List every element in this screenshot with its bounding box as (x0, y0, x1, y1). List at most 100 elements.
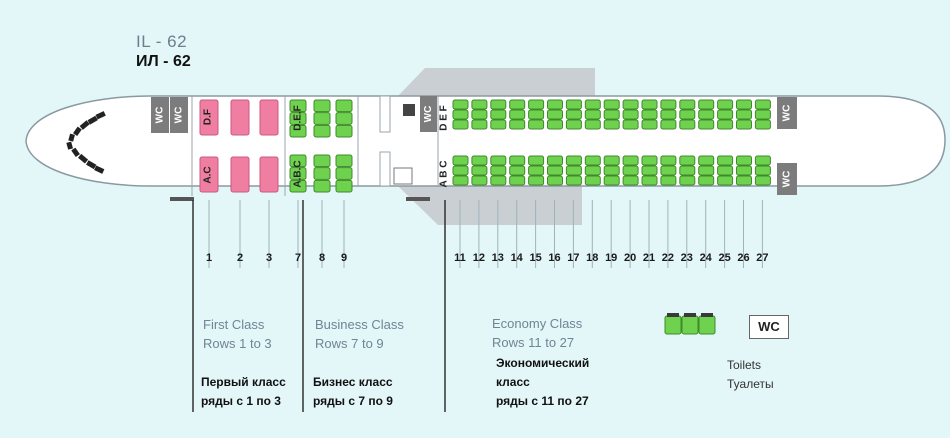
svg-text:WC: WC (174, 107, 185, 124)
wc-legend-icon: WC (749, 315, 789, 339)
first-class-rows-ru: ряды с 1 по 3 (201, 394, 281, 408)
row-number-27: 27 (756, 252, 769, 264)
seat-row-2-DF[interactable] (230, 99, 250, 136)
row-number-8: 8 (318, 252, 326, 264)
row-number-7: 7 (294, 252, 302, 264)
seat-row-11-ABC[interactable] (452, 155, 469, 186)
cockpit-windows (66, 111, 106, 174)
row-number-9: 9 (340, 252, 348, 264)
seat-row-19-ABC[interactable] (603, 155, 620, 186)
first-class-label-ru: Первый класс ряды с 1 по 3 (201, 373, 286, 411)
seat-row-25-DEF[interactable] (717, 99, 734, 130)
upper-wing (398, 68, 595, 96)
row-number-19: 19 (605, 252, 618, 264)
row-number-14: 14 (510, 252, 523, 264)
seat-row-11-DEF[interactable] (452, 99, 469, 130)
seat-row-27-ABC[interactable] (754, 155, 771, 186)
seat-row-2-AC[interactable] (230, 156, 250, 193)
svg-text:WC: WC (155, 107, 166, 124)
seat-row-24-ABC[interactable] (698, 155, 715, 186)
row-number-3: 3 (265, 252, 273, 264)
seat-row-14-DEF[interactable] (509, 99, 526, 130)
seat-row-26-DEF[interactable] (736, 99, 752, 130)
seat-row-23-ABC[interactable] (679, 155, 696, 186)
seat-row-3-AC[interactable] (259, 156, 279, 193)
legend-toilets-ru: Туалеты (727, 377, 774, 391)
business-class-label: Business Class Rows 7 to 9 (315, 315, 404, 353)
first-class-name-ru: Первый класс (201, 375, 286, 389)
business-class-name: Business Class (315, 317, 404, 332)
row-number-20: 20 (623, 252, 637, 264)
row-number-15: 15 (529, 252, 542, 264)
seat-row-9-ABC[interactable] (335, 154, 353, 193)
seat-row-25-ABC[interactable] (717, 155, 734, 186)
seat-row-18-ABC[interactable] (584, 155, 601, 186)
aircraft-title-en: IL - 62 (136, 32, 188, 51)
seat-row-20-DEF[interactable] (622, 99, 639, 130)
wc-rear-top: WC (777, 97, 797, 129)
seat-row-17-ABC[interactable] (565, 155, 582, 186)
business-class-name-ru: Бизнес класс (313, 375, 393, 389)
business-class-label-ru: Бизнес класс ряды с 7 по 9 (313, 373, 393, 411)
first-class-rows: Rows 1 to 3 (203, 336, 272, 351)
seat-letters-business-top: D.E.F (293, 105, 304, 131)
seat-letters-economy-bottom: A B C (439, 161, 450, 188)
fuselage (25, 95, 946, 187)
economy-class-label: Economy Class Rows 11 to 27 (492, 314, 582, 352)
seat-row-3-DF[interactable] (259, 99, 279, 136)
row-number-1: 1 (205, 252, 213, 264)
svg-text:WC: WC (423, 106, 434, 123)
row-number-12: 12 (472, 252, 486, 264)
wc-front-1: WC (151, 97, 169, 133)
seat-row-22-DEF[interactable] (660, 99, 677, 130)
seat-row-15-ABC[interactable] (528, 155, 545, 186)
seat-row-27-DEF[interactable] (754, 99, 771, 130)
economy-class-name: Economy Class (492, 316, 583, 331)
seat-row-23-DEF[interactable] (679, 99, 696, 130)
seat-row-1-AC[interactable] (199, 156, 219, 193)
row-number-13: 13 (491, 252, 504, 264)
row-number-22: 22 (661, 252, 675, 264)
seat-row-8-DEF[interactable] (313, 99, 331, 138)
seat-row-18-DEF[interactable] (584, 99, 601, 130)
seat-row-24-DEF[interactable] (698, 99, 715, 130)
row-number-21: 21 (642, 252, 656, 264)
economy-class-rows-ru: ряды с 11 по 27 (496, 394, 589, 408)
economy-class-label-ru: Экономический класс ряды с 11 по 27 (496, 354, 589, 411)
row-number-2: 2 (236, 252, 244, 264)
seat-row-15-DEF[interactable] (528, 99, 545, 130)
wc-rear-bottom: WC (777, 163, 797, 195)
seat-row-20-ABC[interactable] (622, 155, 639, 186)
seat-row-7-DEF[interactable] (289, 99, 307, 138)
row-number-17: 17 (567, 252, 580, 264)
seat-row-21-DEF[interactable] (641, 99, 658, 130)
seat-row-13-ABC[interactable] (490, 155, 507, 186)
seat-row-22-ABC[interactable] (660, 155, 677, 186)
seat-row-8-ABC[interactable] (313, 154, 331, 193)
row-number-18: 18 (586, 252, 599, 264)
first-class-name: First Class (203, 317, 265, 332)
seat-row-1-DF[interactable] (199, 99, 219, 136)
seat-letters-economy-top: D E F (439, 105, 450, 131)
seat-row-12-ABC[interactable] (471, 155, 488, 186)
row-number-25: 25 (718, 252, 731, 264)
seat-row-9-DEF[interactable] (335, 99, 353, 138)
seat-row-17-DEF[interactable] (565, 99, 582, 130)
economy-class-name-ru-1: Экономический (496, 356, 590, 370)
economy-class-rows: Rows 11 to 27 (492, 335, 575, 350)
business-class-rows-ru: ряды с 7 по 9 (313, 394, 393, 408)
seat-row-13-DEF[interactable] (490, 99, 507, 130)
business-class-rows: Rows 7 to 9 (315, 336, 384, 351)
seat-letters-first-top: D.F (203, 109, 214, 125)
seat-row-26-ABC[interactable] (736, 155, 752, 186)
seat-row-7-ABC[interactable] (289, 154, 307, 193)
seat-row-12-DEF[interactable] (471, 99, 488, 130)
seat-row-14-ABC[interactable] (509, 155, 526, 186)
seat-row-21-ABC[interactable] (641, 155, 658, 186)
row-number-16: 16 (548, 252, 561, 264)
seat-row-16-ABC[interactable] (547, 155, 563, 186)
seat-row-19-DEF[interactable] (603, 99, 620, 130)
row-number-11: 11 (454, 252, 466, 264)
legend-toilets-en: Toilets (727, 358, 762, 372)
seat-row-16-DEF[interactable] (547, 99, 563, 130)
